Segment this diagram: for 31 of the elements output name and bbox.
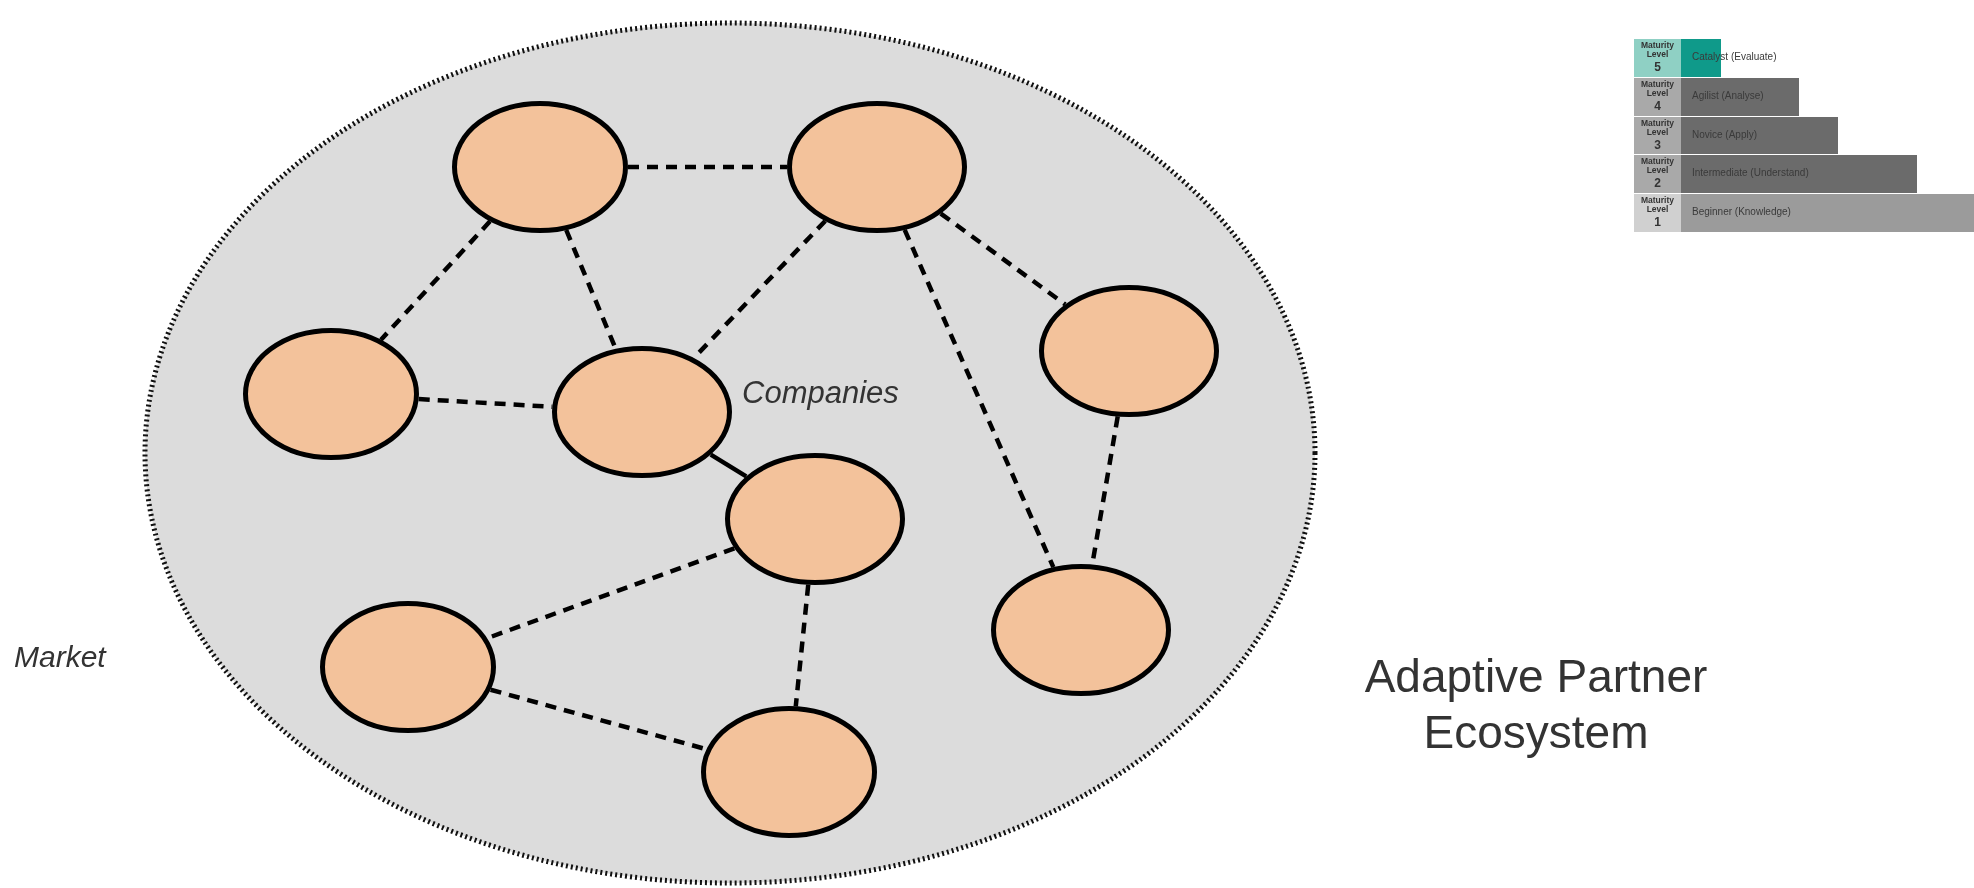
dashed-connector: [418, 396, 553, 410]
level-number: 1: [1653, 215, 1662, 230]
company-ellipse: [1039, 285, 1219, 417]
level-caption: Maturity Level: [1639, 118, 1676, 137]
level-caption: Maturity Level: [1639, 41, 1676, 59]
company-ellipse: [552, 346, 732, 478]
market-label: Market: [14, 640, 106, 674]
company-ellipse: [787, 101, 967, 233]
company-ellipse: [320, 601, 496, 733]
level-number: 2: [1653, 176, 1662, 191]
company-ellipse: [701, 706, 877, 838]
level-caption: Maturity Level: [1639, 79, 1676, 98]
level-number: 3: [1653, 137, 1662, 152]
company-ellipse: [725, 453, 905, 585]
dashed-connector: [793, 584, 811, 707]
company-ellipse: [243, 328, 419, 460]
dashed-connector: [628, 164, 787, 170]
dashed-connector: [939, 211, 1067, 307]
level-name: Beginner (Knowledge): [1692, 206, 1791, 218]
company-ellipse: [452, 101, 628, 233]
level-caption: Maturity Level: [1639, 157, 1676, 176]
level-number: 4: [1653, 98, 1662, 113]
dashed-connector: [379, 219, 492, 342]
companies-label: Companies: [742, 375, 899, 411]
level-number: 5: [1653, 60, 1662, 74]
dashed-connector: [902, 228, 1056, 569]
title: Adaptive Partner Ecosystem: [1363, 649, 1709, 760]
market-ellipse: [142, 20, 1318, 886]
connector-line: [709, 452, 748, 479]
level-caption: Maturity Level: [1639, 196, 1676, 215]
company-ellipse: [991, 564, 1171, 696]
